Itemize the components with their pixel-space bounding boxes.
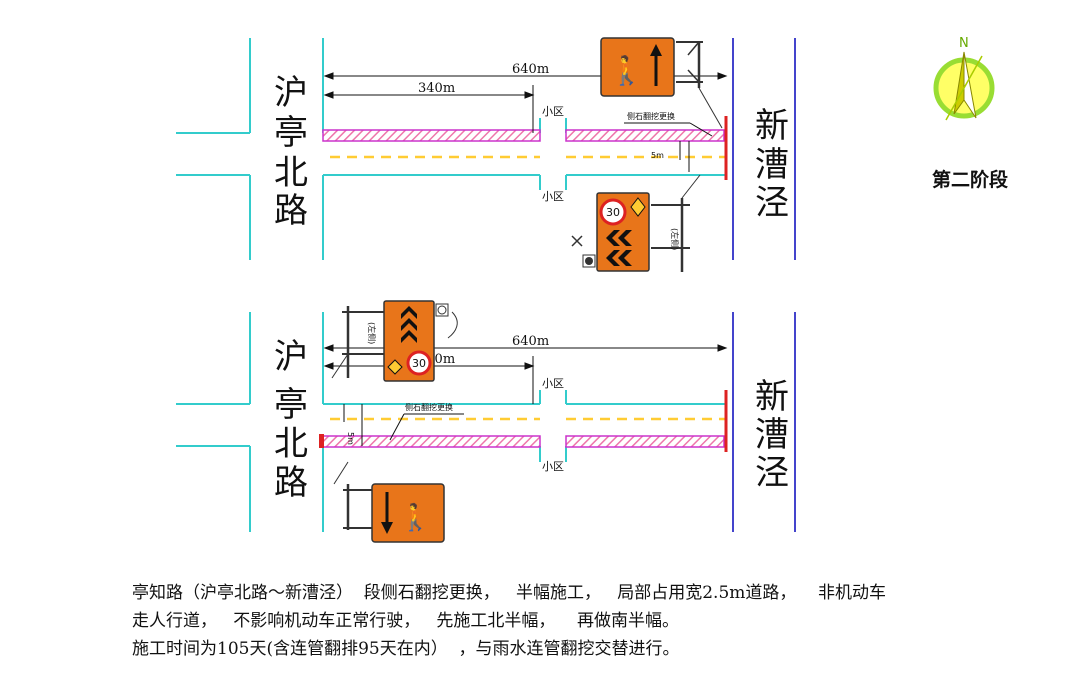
top-west-cross-road xyxy=(176,38,324,260)
top-width-mark: 5m xyxy=(651,151,664,160)
svg-text:亭: 亭 xyxy=(274,113,308,153)
svg-text:新: 新 xyxy=(755,106,789,146)
svg-text:30: 30 xyxy=(412,357,426,370)
bottom-main-road-edges xyxy=(323,390,726,462)
svg-text:北: 北 xyxy=(274,424,308,464)
top-dim-total: 640m xyxy=(512,62,549,77)
bottom-callout-leader xyxy=(389,413,405,441)
top-callout-leader xyxy=(689,122,713,137)
svg-text:北: 北 xyxy=(274,153,308,193)
chevron-up-icon xyxy=(401,306,417,343)
bottom-dim-total: 640m xyxy=(512,334,549,349)
top-community-south: 小区 xyxy=(542,190,564,203)
svg-text:(左侧): (左侧) xyxy=(670,228,680,250)
svg-text:(左侧): (左侧) xyxy=(367,322,377,344)
svg-text:泾: 泾 xyxy=(755,183,789,223)
compass-north-letter: N xyxy=(959,36,969,51)
top-diagram: 640m 340m 5m 小区 小区 侧石翻挖更换 沪 亭 北 路 新 漕 泾 xyxy=(176,37,796,272)
bottom-diagram: 640m 340m 5m 小区 小区 侧石翻挖更换 沪 亭 北 路 新 漕 泾 … xyxy=(176,300,796,543)
top-east-road-name: 新 漕 泾 xyxy=(755,106,789,223)
svg-text:泾: 泾 xyxy=(755,453,789,493)
top-speed-sign: (左侧) 30 xyxy=(571,174,701,272)
compass: N xyxy=(933,36,995,121)
arrow-up-icon xyxy=(650,44,662,56)
top-west-road-name: 沪 亭 北 路 xyxy=(274,73,308,231)
svg-text:漕: 漕 xyxy=(755,415,789,455)
bottom-width-mark: 5m xyxy=(346,432,355,445)
bottom-callout-label: 侧石翻挖更换 xyxy=(405,402,453,412)
bottom-west-cross-road xyxy=(176,312,324,532)
svg-text:漕: 漕 xyxy=(755,145,789,185)
bottom-community-north: 小区 xyxy=(542,377,564,390)
bottom-detour-sign: 🚶 xyxy=(333,461,445,543)
svg-text:30: 30 xyxy=(606,206,620,219)
top-dimension-lines xyxy=(323,72,728,172)
svg-text:新: 新 xyxy=(755,377,789,417)
bottom-work-zone-east xyxy=(565,435,725,448)
bottom-start-barrier xyxy=(319,434,324,448)
svg-text:亭: 亭 xyxy=(274,385,308,425)
person-bike-icon: 🚶 xyxy=(609,54,644,87)
svg-text:路: 路 xyxy=(274,191,308,231)
top-callout-label: 侧石翻挖更换 xyxy=(627,111,675,121)
roadwork-diamond-icon xyxy=(630,197,646,217)
bottom-west-road-name: 沪 亭 北 路 xyxy=(274,337,308,503)
stage-label: 第二阶段 xyxy=(932,168,1009,191)
description-line-3: 施工时间为105天(含连管翻排95天在内） ，与雨水连管翻挖交替进行。 xyxy=(132,639,680,659)
bottom-east-road-name: 新 漕 泾 xyxy=(755,377,789,493)
speed-limit-icon xyxy=(406,350,432,376)
svg-text:沪: 沪 xyxy=(274,337,308,377)
bottom-community-south: 小区 xyxy=(542,460,564,473)
chevron-left-icon xyxy=(606,230,632,266)
top-community-north: 小区 xyxy=(542,105,564,118)
top-main-road-edges xyxy=(323,118,726,190)
description-line-1: 亭知路（沪亭北路～新漕泾） 段侧石翻挖更换， 半幅施工， 局部占用宽2.5m道路… xyxy=(132,583,886,603)
top-detour-sign: 🚶 xyxy=(600,37,723,129)
top-work-zone-west xyxy=(322,129,541,142)
arrow-down-icon xyxy=(381,522,393,534)
description-line-2: 走人行道， 不影响机动车正常行驶， 先施工北半幅， 再做南半幅。 xyxy=(132,611,680,631)
top-dim-partial: 340m xyxy=(418,81,455,96)
roadwork-diamond-icon xyxy=(387,359,403,375)
bottom-speed-sign: (左侧) 30 xyxy=(331,300,458,382)
svg-text:路: 路 xyxy=(274,463,308,503)
svg-text:沪: 沪 xyxy=(274,73,308,113)
top-work-zone-east xyxy=(565,129,725,142)
speed-limit-icon xyxy=(599,198,627,226)
person-bike-icon: 🚶 xyxy=(399,502,431,533)
